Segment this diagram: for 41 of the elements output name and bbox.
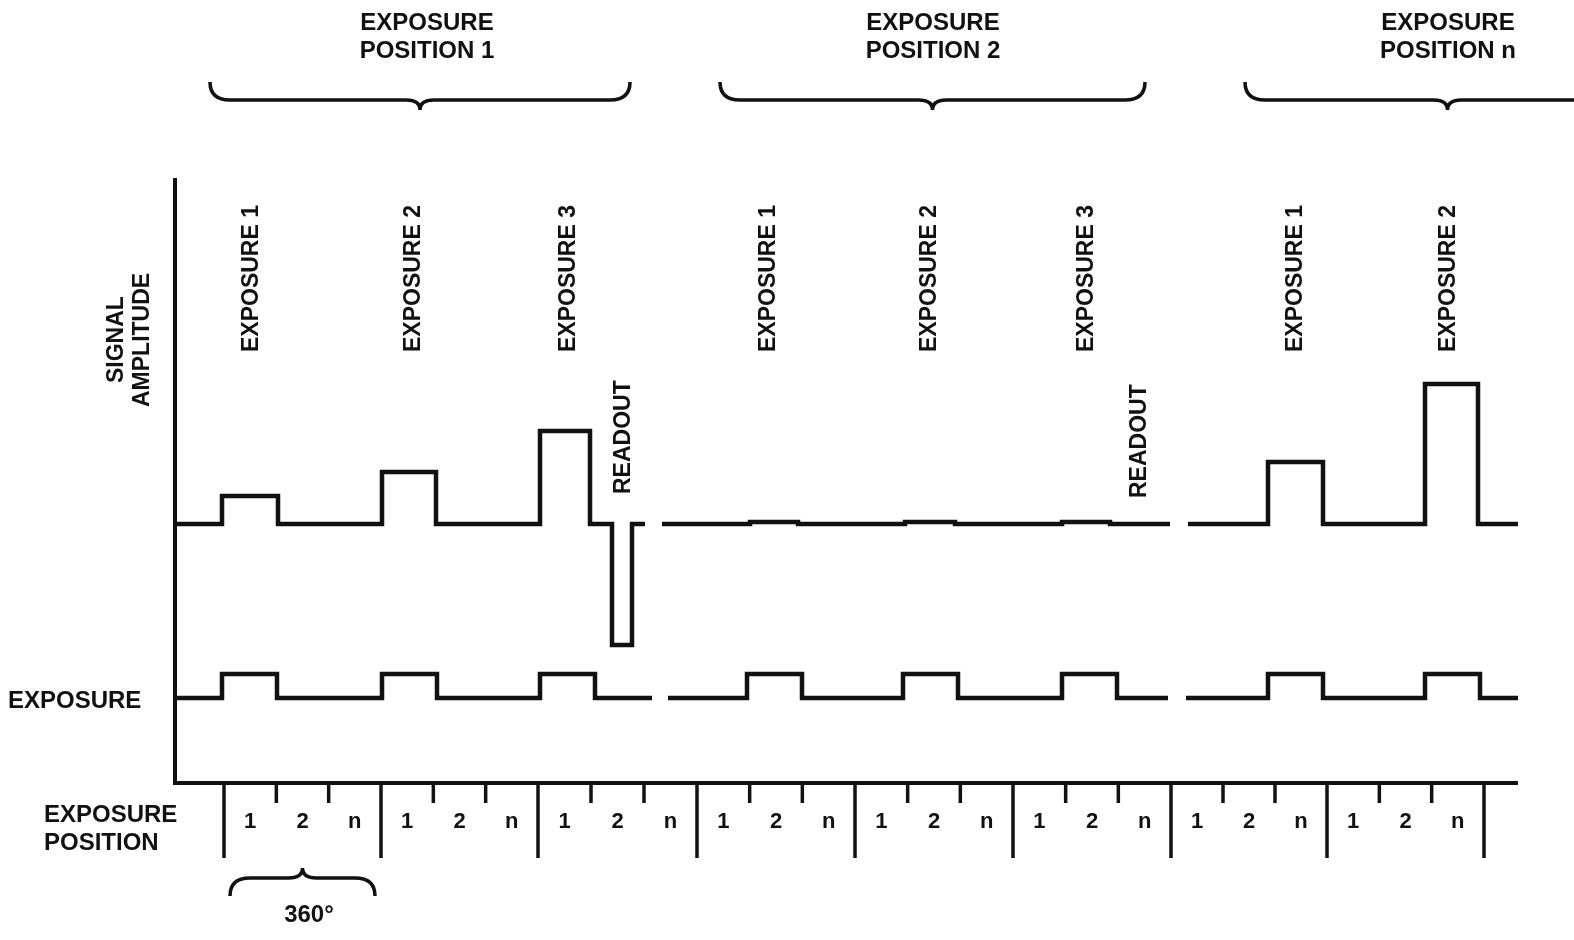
- pulse-label: EXPOSURE 2: [398, 205, 426, 352]
- scale-number: n: [1137, 808, 1152, 834]
- pulse-label: EXPOSURE 1: [236, 205, 264, 352]
- section-heading: EXPOSURE POSITION n: [1379, 8, 1517, 64]
- scale-number: 2: [769, 808, 783, 834]
- scale-number: 1: [1190, 808, 1204, 834]
- scale-number: n: [979, 808, 994, 834]
- scale-number: 1: [244, 808, 257, 834]
- pulse-label: EXPOSURE 2: [1433, 205, 1461, 352]
- scale-number: n: [1294, 808, 1308, 834]
- section-heading: EXPOSURE POSITION 1: [358, 8, 496, 64]
- pulse-label: READOUT: [1124, 384, 1152, 498]
- scale-number: n: [505, 808, 519, 834]
- scale-number: n: [348, 808, 362, 834]
- scale-number: 1: [717, 808, 730, 834]
- scale-number: 1: [558, 808, 571, 834]
- pulse-label: EXPOSURE 2: [914, 205, 942, 352]
- pulse-label: EXPOSURE 1: [1280, 205, 1308, 352]
- axis-label: SIGNAL AMPLITUDE: [101, 271, 155, 410]
- scale-number: 1: [875, 808, 888, 834]
- scale-number: 1: [1347, 808, 1360, 834]
- scale-number: 2: [1242, 808, 1256, 834]
- scale-number: 1: [401, 808, 414, 834]
- scale-number: n: [1451, 808, 1465, 834]
- pulse-label: EXPOSURE 1: [753, 205, 781, 352]
- scale-number: 2: [1399, 808, 1412, 834]
- row-label: EXPOSURE: [8, 686, 142, 714]
- pulse-label: EXPOSURE 3: [1071, 205, 1099, 352]
- scale-number: 2: [1085, 808, 1099, 834]
- scale-number: n: [821, 808, 836, 834]
- pulse-label: EXPOSURE 3: [553, 205, 581, 352]
- scale-number: 2: [611, 808, 624, 834]
- scale-number: 2: [296, 808, 309, 834]
- scale-number: n: [663, 808, 678, 834]
- pulse-label: READOUT: [608, 380, 636, 494]
- angle-label: 360°: [283, 900, 335, 928]
- row-label: EXPOSURE POSITION: [44, 800, 179, 856]
- scale-number: 1: [1033, 808, 1046, 834]
- scale-number: 2: [927, 808, 941, 834]
- scale-number: 2: [453, 808, 466, 834]
- section-heading: EXPOSURE POSITION 2: [864, 8, 1002, 64]
